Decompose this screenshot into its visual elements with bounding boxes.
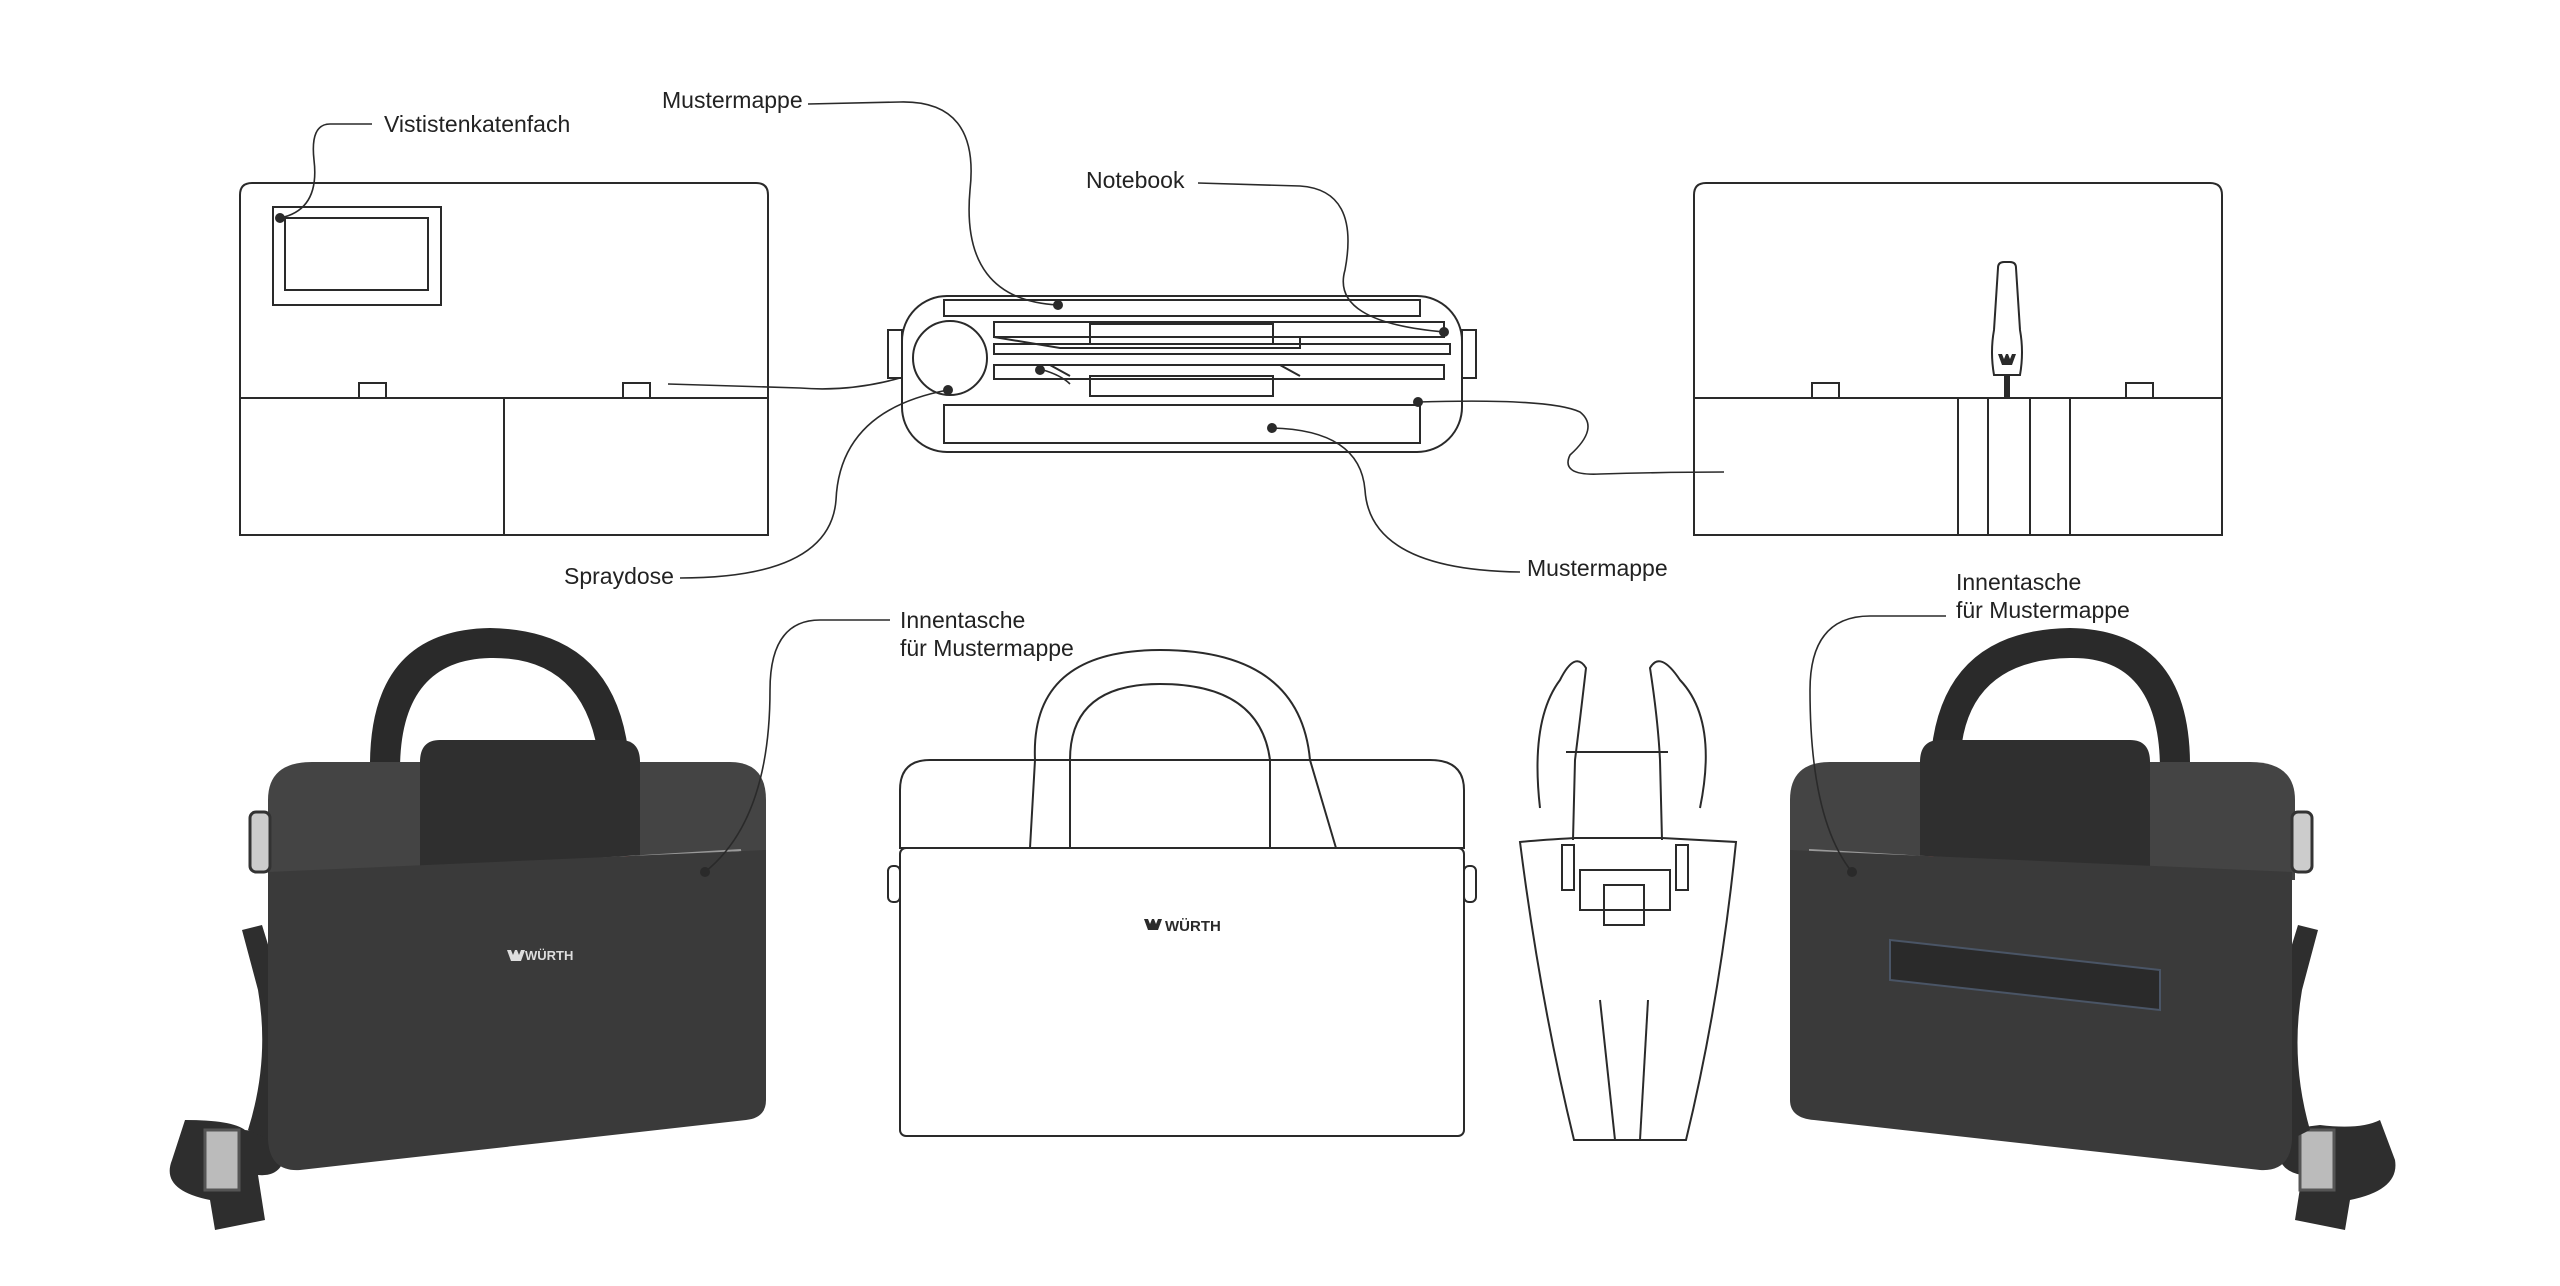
- cross-section-view: [887, 295, 1477, 453]
- label-innentasche-right: Innentasche für Mustermappe: [1956, 569, 2130, 623]
- bag-front-dark-left: WÜRTH: [169, 628, 766, 1230]
- wurth-logo-text-center: WÜRTH: [1165, 918, 1221, 935]
- bag-front-outline: [887, 648, 1477, 1137]
- bag-side-outline: [1518, 660, 1738, 1141]
- bag-back-dark-right: [1790, 628, 2396, 1230]
- label-mustermappe-top: Mustermappe: [662, 87, 803, 113]
- screwdriver-icon: [1991, 261, 2023, 399]
- label-mustermappe-bottom: Mustermappe: [1527, 555, 1668, 581]
- label-notebook: Notebook: [1086, 167, 1185, 193]
- wurth-logo-text-left: WÜRTH: [525, 948, 573, 963]
- back-view-outline: [1693, 182, 2223, 536]
- front-view-outline: [239, 182, 769, 536]
- label-innentasche-left: Innentasche für Mustermappe: [900, 607, 1074, 661]
- callout-lines-bottom: [704, 615, 1946, 873]
- label-vististenkatenfach: Vististenkatenfach: [384, 111, 571, 137]
- callout-dots-top: [275, 213, 1449, 433]
- label-spraydose: Spraydose: [564, 563, 674, 589]
- callout-lines-top: [279, 101, 1725, 579]
- callout-dots-bottom: [700, 867, 1857, 877]
- wurth-logo-icon: [1144, 919, 1162, 930]
